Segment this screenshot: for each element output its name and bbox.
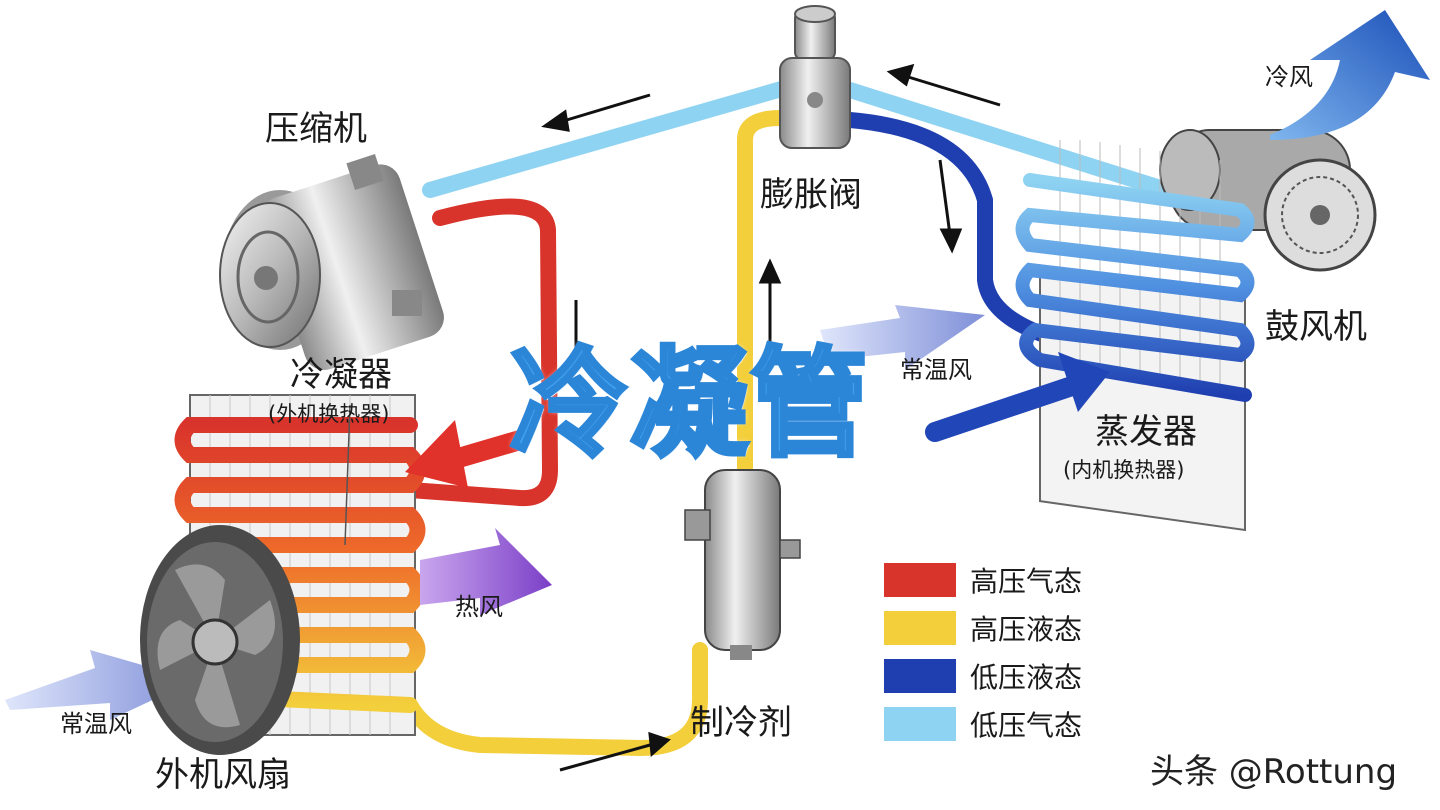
legend-label: 高压液态	[970, 613, 1083, 646]
refrigerant-label: 制冷剂	[690, 703, 792, 743]
overlay-title: 冷凝管	[508, 335, 871, 473]
legend-item: 低压气态	[884, 700, 1082, 748]
blower-label: 鼓风机	[1265, 307, 1367, 347]
cold-air-arrow	[1270, 10, 1430, 140]
outdoor-fan-label: 外机风扇	[155, 755, 291, 795]
legend: 高压气态 高压液态 低压液态 低压气态	[884, 556, 1082, 748]
condenser-sublabel: (外机换热器)	[268, 402, 390, 426]
evaporator-graphic	[1015, 140, 1255, 532]
legend-label: 低压气态	[970, 709, 1083, 742]
cold-air-label: 冷风	[1265, 63, 1313, 91]
blue-annotation-arrow	[925, 375, 1085, 442]
outdoor-fan-graphic	[140, 525, 300, 755]
normal-air-left-label: 常温风	[60, 710, 132, 738]
hot-air-arrow	[420, 528, 552, 615]
pipe-high-pressure-gas	[402, 198, 558, 507]
legend-label: 高压气态	[970, 565, 1083, 598]
legend-label: 低压液态	[970, 661, 1083, 694]
condenser-label: 冷凝器	[290, 355, 392, 395]
legend-swatch-high-pressure-gas	[884, 563, 956, 597]
legend-swatch-high-pressure-liquid	[884, 611, 956, 645]
pipe-low-pressure-liquid	[842, 112, 1248, 403]
pipe-low-pressure-gas	[422, 80, 793, 198]
expansion-valve-graphic	[779, 5, 851, 149]
flow-arrows	[541, 63, 1001, 772]
pipe-high-pressure-liquid-up	[737, 110, 788, 478]
pipe-high-pressure-liquid	[402, 642, 708, 756]
receiver-graphic	[684, 469, 801, 660]
blue-arrowhead	[1058, 352, 1110, 412]
legend-item: 高压气态	[884, 556, 1082, 604]
red-arrowhead	[405, 420, 468, 488]
hot-air-label: 热风	[455, 593, 503, 621]
watermark: 头条 @Rottung	[1150, 752, 1398, 792]
legend-item: 高压液态	[884, 604, 1082, 652]
legend-swatch-low-pressure-gas	[884, 707, 956, 741]
compressor-label: 压缩机	[265, 109, 367, 149]
compressor-graphic	[219, 154, 444, 371]
normal-air-right-label: 常温风	[900, 356, 972, 384]
blower-graphic	[1159, 129, 1377, 272]
evaporator-label: 蒸发器	[1095, 412, 1197, 452]
expansion-valve-label: 膨胀阀	[760, 175, 862, 215]
normal-air-arrow-right	[820, 305, 985, 370]
evaporator-sublabel: (内机换热器)	[1063, 458, 1185, 482]
legend-swatch-low-pressure-liquid	[884, 659, 956, 693]
legend-item: 低压液态	[884, 652, 1082, 700]
